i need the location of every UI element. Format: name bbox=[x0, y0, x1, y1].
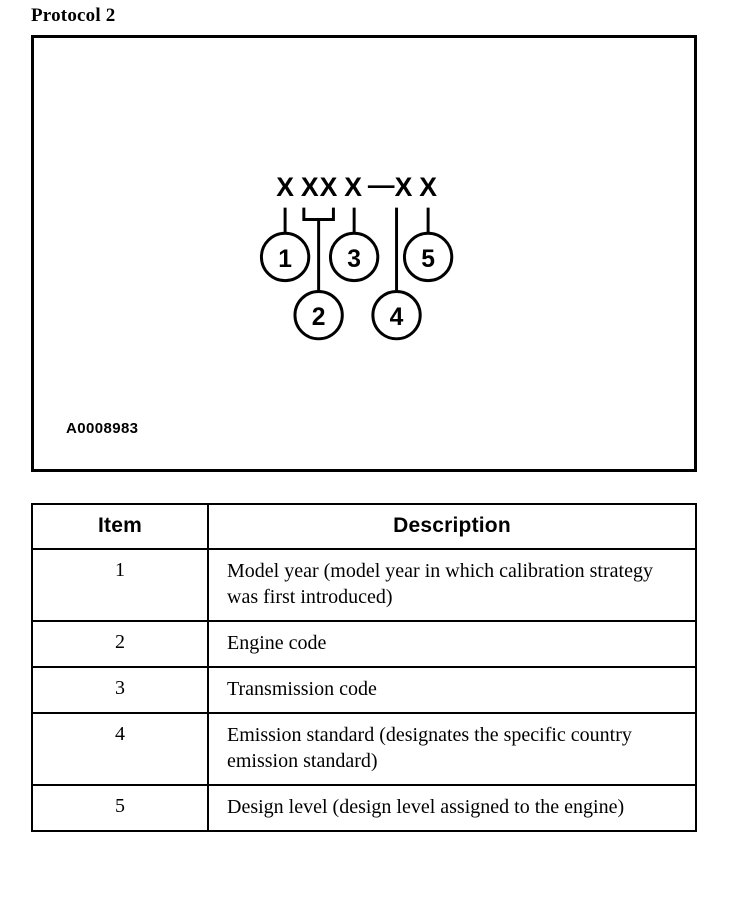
cell-description: Design level (design level assigned to t… bbox=[207, 784, 697, 832]
cell-item: 3 bbox=[31, 666, 209, 714]
callout-circle-4 bbox=[371, 289, 422, 341]
callout-number-3: 3 bbox=[347, 246, 361, 273]
callout-2: 2 bbox=[293, 289, 344, 341]
item-description-table: Item Description 1 Model year (model yea… bbox=[31, 503, 697, 832]
callout-1: 1 bbox=[259, 231, 311, 283]
callout-circle-2 bbox=[293, 289, 344, 341]
table-row: 1 Model year (model year in which calibr… bbox=[31, 548, 697, 622]
callout-diagram: X XX X — X X 1 bbox=[259, 170, 454, 341]
code-char-5: X bbox=[419, 172, 438, 202]
callout-circle-5 bbox=[402, 231, 454, 283]
callout-number-2: 2 bbox=[312, 304, 326, 331]
callout-number-1: 1 bbox=[278, 246, 292, 273]
code-string-group: X XX X — X X bbox=[276, 170, 438, 202]
code-char-2: XX bbox=[301, 172, 338, 202]
table-header-row: Item Description bbox=[31, 503, 697, 550]
cell-description: Transmission code bbox=[207, 666, 697, 714]
figure-container: X XX X — X X 1 bbox=[31, 35, 697, 472]
callout-number-5: 5 bbox=[421, 246, 435, 273]
cell-description: Engine code bbox=[207, 620, 697, 668]
cell-item: 2 bbox=[31, 620, 209, 668]
callout-circles-upper: 1 3 5 bbox=[259, 231, 454, 283]
callout-number-4: 4 bbox=[390, 304, 404, 331]
cell-description: Emission standard (designates the specif… bbox=[207, 712, 697, 786]
callout-5: 5 bbox=[402, 231, 454, 283]
code-char-3: X bbox=[344, 172, 363, 202]
column-header-description: Description bbox=[207, 503, 697, 550]
callout-circle-3 bbox=[328, 231, 380, 283]
callout-4: 4 bbox=[371, 289, 422, 341]
callout-circles-lower: 2 4 bbox=[293, 289, 422, 341]
code-char-4: X bbox=[395, 172, 414, 202]
cell-item: 1 bbox=[31, 548, 209, 622]
table-row: 5 Design level (design level assigned to… bbox=[31, 784, 697, 832]
bracket-2 bbox=[302, 207, 335, 221]
code-char-1: X bbox=[276, 172, 295, 202]
table-row: 3 Transmission code bbox=[31, 666, 697, 714]
callout-circle-1 bbox=[259, 231, 311, 283]
leader-lines bbox=[283, 207, 430, 291]
cell-item: 4 bbox=[31, 712, 209, 786]
code-separator-dash: — bbox=[368, 170, 395, 200]
table-row: 2 Engine code bbox=[31, 620, 697, 668]
table-row: 4 Emission standard (designates the spec… bbox=[31, 712, 697, 786]
column-header-item: Item bbox=[31, 503, 209, 550]
figure-id-label: A0008983 bbox=[66, 420, 139, 437]
page-title: Protocol 2 bbox=[31, 5, 116, 26]
callout-3: 3 bbox=[328, 231, 380, 283]
cell-item: 5 bbox=[31, 784, 209, 832]
cell-description: Model year (model year in which calibrat… bbox=[207, 548, 697, 622]
